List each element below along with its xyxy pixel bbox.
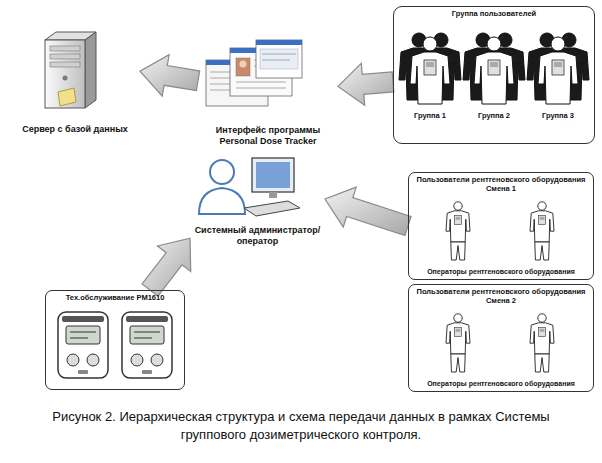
- operator-figures: [446, 202, 554, 372]
- operator-label: Системный администратор/оператор: [192, 225, 323, 246]
- interface-node: Интерфейс программы Personal Dose Tracke…: [198, 36, 338, 148]
- interface-label: Интерфейс программы Personal Dose Tracke…: [200, 125, 336, 146]
- shift-title: Пользователи рентгеновского оборудования…: [412, 176, 590, 193]
- software-screens: [206, 40, 302, 106]
- shift-title: Пользователи рентгеновского оборудования…: [412, 288, 590, 305]
- maintenance-box: Тех.обслуживание PM1610: [45, 290, 185, 390]
- group-label: Группа 3: [528, 111, 588, 120]
- operator-node: Системный администратор/оператор: [190, 150, 325, 248]
- group-box: Группа пользователей: [393, 6, 595, 144]
- server-icon: [45, 32, 96, 108]
- user-group-figures: [399, 33, 589, 104]
- maintenance-title: Тех.обслуживание PM1610: [66, 294, 165, 303]
- server-label: Сервер с базой данных: [22, 124, 128, 134]
- block-arrow: [142, 238, 191, 296]
- figure-caption: Рисунок 2. Иерархическая структура и схе…: [20, 408, 582, 443]
- group-label: Группа 1: [400, 111, 460, 120]
- shift-footer: Операторы рентгеновского оборудования: [427, 268, 575, 276]
- operator-icon: [199, 158, 300, 216]
- group-label: Группа 2: [464, 111, 524, 120]
- block-arrow: [325, 187, 411, 235]
- server-node: Сервер с базой данных: [10, 28, 140, 136]
- shift-box: Пользователи рентгеновского оборудования…: [408, 284, 594, 392]
- block-arrow: [338, 63, 394, 105]
- block-arrow: [140, 55, 200, 96]
- group-title: Группа пользователей: [452, 10, 536, 19]
- shift-box: Пользователи рентгеновского оборудования…: [408, 172, 594, 280]
- dosimeter-devices: [58, 312, 172, 378]
- shift-footer: Операторы рентгеновского оборудования: [427, 380, 575, 388]
